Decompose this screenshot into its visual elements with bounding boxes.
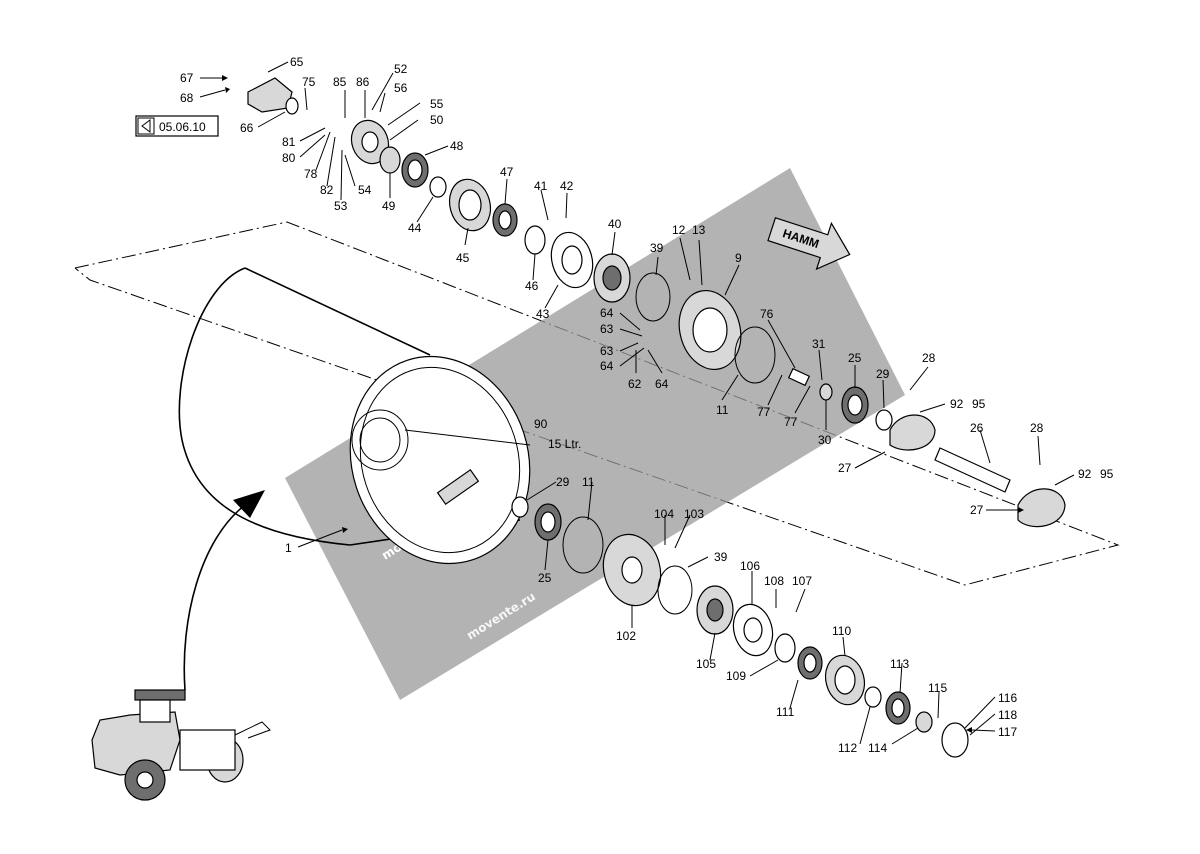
callout-63a: 63 [600,322,614,336]
compactor-machine-thumbnail [91,689,271,801]
callout-52: 52 [394,62,408,76]
callout-109: 109 [726,669,746,683]
callout-28b: 28 [1030,421,1044,435]
callout-63b: 63 [600,344,614,358]
direction-arrow-badge: HAMM [767,217,851,271]
callout-62: 62 [628,377,642,391]
callout-114: 114 [868,741,887,755]
part-shapes [247,77,1066,758]
callout-68: 68 [180,91,194,105]
callout-13: 13 [692,223,706,237]
callout-85: 85 [333,75,347,89]
reference-arrowhead [233,490,265,518]
callout-11a: 11 [716,403,729,417]
callout-26: 26 [970,421,984,435]
callout-39: 39 [650,241,664,255]
callout-55: 55 [430,97,444,111]
callout-107: 107 [792,574,812,588]
callout-113: 113 [890,657,909,671]
callout-78: 78 [304,167,318,181]
callout-27b: 27 [970,503,984,517]
callout-48: 48 [450,139,464,153]
callout-112: 112 [838,741,857,755]
callout-66: 66 [240,121,254,135]
callout-105: 105 [696,657,716,671]
callout-64c: 64 [655,377,669,391]
callout-77b: 77 [784,415,798,429]
callout-82: 82 [320,183,334,197]
callout-25b: 25 [538,571,552,585]
callout-50: 50 [430,113,444,127]
callout-118: 118 [998,708,1017,722]
page-reference[interactable]: 05.06.10 [135,115,219,137]
callout-106: 106 [740,559,760,573]
callout-41: 41 [534,179,548,193]
callout-54: 54 [358,183,372,197]
callout-115: 115 [928,681,947,695]
callout-95a: 95 [972,397,986,411]
callout-67: 67 [180,71,194,85]
callout-104: 104 [654,507,674,521]
callout-64a: 64 [600,306,614,320]
callout-56: 56 [394,81,408,95]
oil-label: 90 [534,417,548,431]
callout-27a: 27 [838,461,852,475]
callout-108: 108 [764,574,784,588]
leader-arrowheads [222,75,1024,733]
reference-arrow [183,504,246,691]
assembly-outline [74,221,1120,586]
callout-11b: 11 [582,475,595,489]
callout-45: 45 [456,251,470,265]
callout-116: 116 [998,691,1017,705]
page-reference-icon [141,119,151,133]
page-reference-label: 05.06.10 [159,120,206,134]
callout-80: 80 [282,151,296,165]
callout-1: 1 [285,541,292,555]
leader-lines [199,61,1075,745]
callout-labels: 67 68 65 75 85 86 52 56 55 50 66 81 80 7… [180,55,1114,755]
oil-volume: 15 Ltr. [548,437,581,451]
callout-110: 110 [832,624,851,638]
callout-103: 103 [684,507,704,521]
callout-30: 30 [818,433,832,447]
callout-64b: 64 [600,359,614,373]
callout-25a: 25 [848,351,862,365]
callout-49: 49 [382,199,396,213]
callout-86: 86 [356,75,370,89]
callout-102: 102 [616,629,636,643]
callout-28a: 28 [922,351,936,365]
callout-111: 111 [776,705,795,719]
callout-92a: 92 [950,397,964,411]
callout-9: 9 [735,251,742,265]
callout-92b: 92 [1078,467,1092,481]
callout-12: 12 [672,223,686,237]
callout-77a: 77 [757,405,771,419]
callout-29b: 29 [556,475,570,489]
callout-44: 44 [408,221,422,235]
callout-43: 43 [536,307,550,321]
callout-39b: 39 [714,550,728,564]
callout-29a: 29 [876,367,890,381]
callout-53: 53 [334,199,348,213]
callout-65: 65 [290,55,304,69]
callout-31: 31 [812,337,826,351]
callout-42: 42 [560,179,574,193]
callout-40: 40 [608,217,622,231]
callout-95b: 95 [1100,467,1114,481]
callout-75: 75 [302,75,316,89]
callout-117: 117 [998,725,1017,739]
drum-shell [178,267,531,565]
callout-76: 76 [760,307,774,321]
callout-47: 47 [500,165,514,179]
callout-46: 46 [525,279,539,293]
callout-81: 81 [282,135,296,149]
